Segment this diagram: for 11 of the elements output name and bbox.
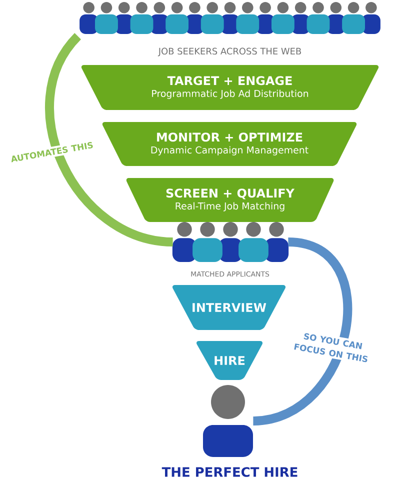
funnel-stage: HIRE <box>196 341 263 380</box>
people-drawing <box>80 2 380 34</box>
people-drawing <box>172 222 289 262</box>
title-text: THE PERFECT HIRE <box>162 467 298 477</box>
funnel-stage: INTERVIEW <box>172 285 286 330</box>
label-text: JOB SEEKERS ACROSS THE WEB <box>158 48 301 56</box>
funnel-stage: MONITOR + OPTIMIZE Dynamic Campaign Management <box>102 122 357 166</box>
people-drawing <box>203 385 253 457</box>
edge-label: SO YOU CAN FOCUS ON THIS <box>290 329 374 365</box>
funnel-stage: SCREEN + QUALIFY Real-Time Job Matching <box>126 178 334 222</box>
funnel-stage: TARGET + ENGAGE Programmatic Job Ad Distribution <box>81 65 379 110</box>
